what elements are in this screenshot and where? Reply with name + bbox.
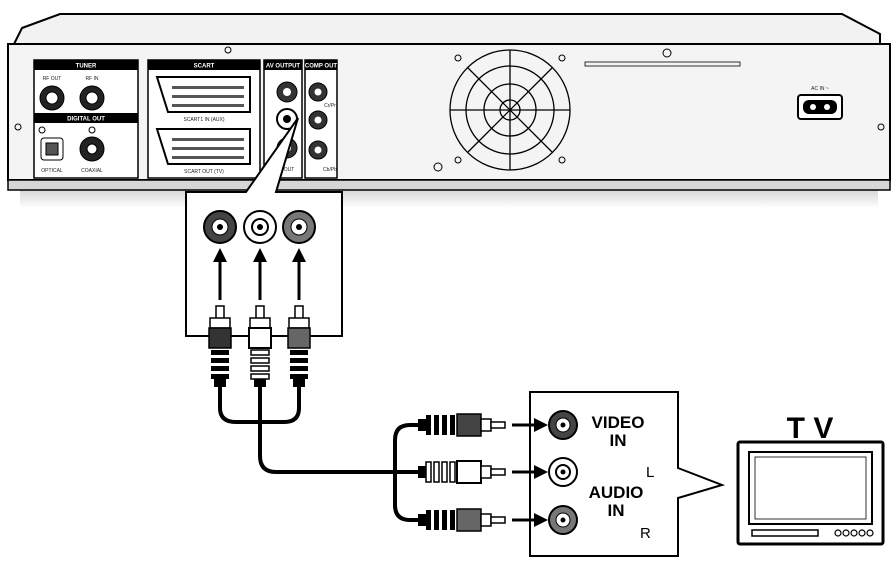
tv-video-in-jack-pin <box>560 422 566 428</box>
comp-out-label: COMP OUT <box>305 64 338 70</box>
scart2-connector <box>155 128 251 165</box>
fan-vent-icon <box>449 49 571 171</box>
audio-in-label-2: IN <box>608 501 625 520</box>
rf-out-label: RF OUT <box>43 76 62 82</box>
screw-icon <box>877 123 885 131</box>
arrow-up-icon <box>292 248 306 300</box>
optical-jack-center <box>45 142 59 156</box>
av-output-label: AV OUTPUT <box>266 64 301 70</box>
scart2-pins <box>172 138 244 159</box>
audio-in-label-1: AUDIO <box>589 483 644 502</box>
av-output-zoom-callout <box>185 117 343 337</box>
tv-audio-l-jack-pin <box>560 469 566 475</box>
scart-header <box>148 60 260 70</box>
tv-title: T V <box>787 412 834 445</box>
screw-icon <box>558 156 566 164</box>
screw-icon <box>224 46 232 54</box>
scart1-label: SCART1 IN (AUX) <box>183 117 224 123</box>
comp-cr-label: Cr/Pr <box>324 103 336 109</box>
audio-left-label: L <box>646 464 654 481</box>
audio-right-label: R <box>640 525 651 542</box>
rca-plug-audio-l-tv-side <box>418 460 506 484</box>
comp-pr-jack-center <box>314 146 322 154</box>
ac-pin <box>824 104 830 110</box>
tv-icon: T V <box>736 412 885 546</box>
cable-wire <box>258 386 420 474</box>
ac-in-socket-inner <box>803 100 837 114</box>
tv-screen-inner <box>754 456 867 520</box>
rca-plug-audio-r <box>287 305 311 387</box>
device-top <box>12 13 881 45</box>
rca-plug-video-tv-side <box>418 413 506 437</box>
rca-plug-audio-l <box>208 305 232 387</box>
ac-pin <box>810 104 816 110</box>
rca-plug-audio-r-tv-side <box>418 508 506 532</box>
cable-wire <box>393 423 420 522</box>
arrow-up-icon <box>213 248 227 300</box>
zoom-audio-r-jack-pin <box>296 224 302 230</box>
optical-label: OPTICAL <box>41 168 63 174</box>
tv-input-callout: VIDEO IN AUDIO IN L R <box>512 391 726 557</box>
rca-plug-video <box>248 305 272 387</box>
av-output-header <box>264 60 302 70</box>
comp-out-header <box>305 60 337 70</box>
rf-out-jack-center <box>45 91 59 105</box>
tv-callout-frame <box>529 391 726 557</box>
indicator-icon <box>88 126 96 134</box>
arrow-up-icon <box>253 248 267 300</box>
tv-slot <box>751 529 819 537</box>
digital-out-header <box>34 113 138 123</box>
av-cable <box>218 386 420 522</box>
digital-out-label: DIGITAL OUT <box>67 117 105 123</box>
label-area <box>584 61 741 67</box>
screw-icon <box>558 54 566 62</box>
video-in-label-2: IN <box>610 431 627 450</box>
tv-buttons <box>834 529 874 537</box>
screw-icon <box>433 162 443 172</box>
scart-label: SCART <box>194 64 215 70</box>
zoom-video-jack-pin <box>257 224 263 230</box>
coaxial-label: COAXIAL <box>81 168 103 174</box>
screw-icon <box>14 123 22 131</box>
video-out-jack-center <box>283 115 291 123</box>
audio-l-jack-center <box>283 88 291 96</box>
tv-screen <box>748 451 873 525</box>
tv-audio-r-jack-pin <box>560 517 566 523</box>
scart1-connector <box>155 76 251 113</box>
video-out-label: OUT <box>284 167 295 173</box>
rf-in-jack-center <box>85 91 99 105</box>
screw-icon <box>454 54 462 62</box>
rf-in-label: RF IN <box>85 76 98 82</box>
device-bottom <box>7 179 891 191</box>
coaxial-jack-center <box>86 143 98 155</box>
arrow-right-icon <box>512 418 548 432</box>
zoom-audio-l-jack-pin <box>217 224 223 230</box>
screw-icon <box>662 48 672 58</box>
scart1-pins <box>172 86 244 107</box>
video-in-label-1: VIDEO <box>592 413 645 432</box>
arrow-right-icon <box>512 465 548 479</box>
comp-cb-label: Cb/Pb <box>323 167 337 173</box>
dvd-recorder-rear-panel: TUNER RF OUT RF IN DIGITAL OUT OPTICAL C… <box>7 13 891 208</box>
comp-pb-jack-center <box>314 116 322 124</box>
screw-icon <box>454 156 462 164</box>
arrow-right-icon <box>512 513 548 527</box>
tuner-header <box>34 60 138 70</box>
indicator-icon <box>38 126 46 134</box>
comp-y-jack-center <box>314 88 322 96</box>
ac-in-label: AC IN ~ <box>811 86 829 92</box>
tuner-label: TUNER <box>76 64 97 70</box>
device-back <box>7 43 891 181</box>
scart2-label: SCART OUT (TV) <box>184 169 224 175</box>
